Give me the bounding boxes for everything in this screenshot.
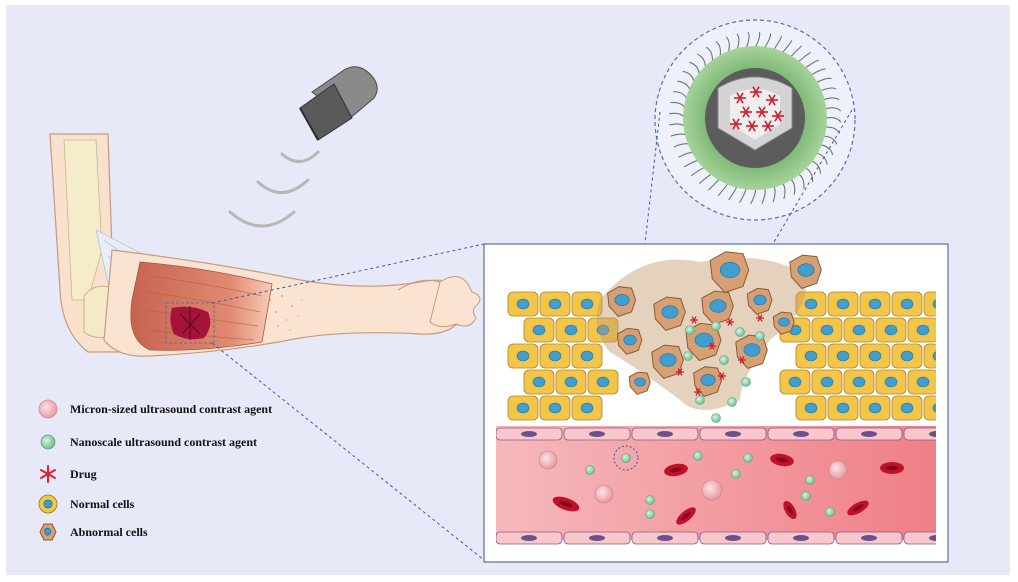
micron-agent [701, 479, 723, 501]
nano-agent [711, 321, 721, 331]
nano-agent [645, 495, 655, 505]
abnormal-cell-icon [39, 523, 57, 541]
nano-agent [805, 475, 815, 485]
micron-agent [594, 484, 614, 504]
legend-label-micron: Micron-sized ultrasound contrast agent [70, 401, 273, 416]
legend-label-abnormal: Abnormal cells [70, 524, 148, 539]
nano-agent [741, 377, 751, 387]
nano-agent [685, 325, 695, 335]
nano-agent [719, 355, 729, 365]
endothelial-cell [903, 531, 936, 545]
legend-item-normal: Normal cells [36, 492, 134, 516]
nano-agent [743, 453, 753, 463]
nano-agent [645, 509, 655, 519]
nano-agent [621, 453, 631, 463]
nano-agent [801, 491, 811, 501]
legend-item-micron: Micron-sized ultrasound contrast agent [36, 397, 272, 421]
legend-label-drug: Drug [70, 466, 97, 481]
nano-agent [585, 465, 595, 475]
tissue-zoom-panel [483, 243, 949, 563]
nano-agent [711, 413, 721, 423]
nano-agent [727, 397, 737, 407]
normal-cell [923, 343, 936, 369]
ultrasound-wave-icon [228, 150, 320, 228]
nano-agent [695, 395, 705, 405]
legend-item-nano: Nanoscale ultrasound contrast agent [36, 430, 257, 454]
drug-icon [40, 465, 56, 483]
normal-cell-icon [38, 494, 58, 514]
nano-agent [731, 469, 741, 479]
nano-agent [683, 351, 693, 361]
normal-cell [923, 395, 936, 421]
nanoparticle-icon [654, 19, 856, 221]
ultrasound-transducer-icon [299, 66, 378, 141]
micron-agent [538, 450, 558, 470]
legend-label-normal: Normal cells [70, 496, 135, 511]
nano-agent-icon [40, 434, 56, 450]
micron-agent [828, 460, 848, 480]
legend-item-abnormal: Abnormal cells [36, 520, 148, 544]
normal-cell [923, 291, 936, 317]
micron-agent-icon [38, 399, 58, 419]
forearm-illustration [49, 133, 481, 357]
endothelial-cell [903, 427, 936, 441]
nano-agent [755, 331, 765, 341]
nano-agent [825, 507, 835, 517]
legend-item-drug: Drug [36, 462, 97, 486]
legend-label-nano: Nanoscale ultrasound contrast agent [70, 434, 258, 449]
nano-agent [735, 327, 745, 337]
nano-agent [693, 451, 703, 461]
